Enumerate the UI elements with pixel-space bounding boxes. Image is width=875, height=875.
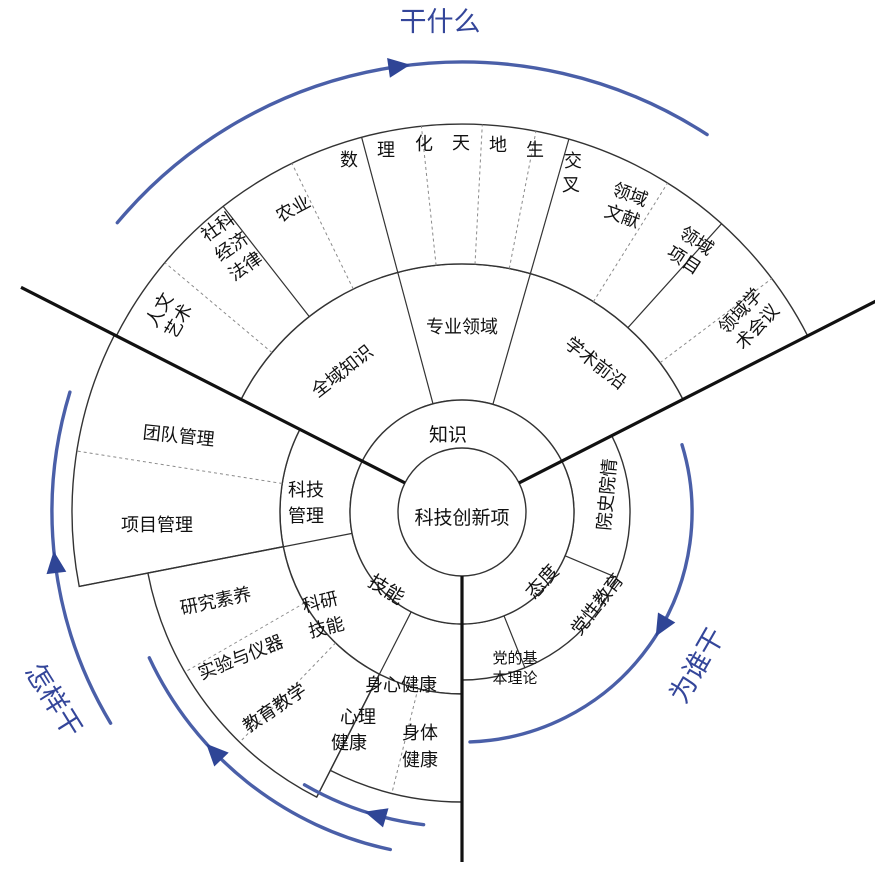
theory-line-2: 本理论 [492,669,537,687]
knowledge-outer-divider-1 [361,137,399,273]
flow-arrow-left-lower [206,743,229,767]
discipline-chemistry: 化 [415,134,433,155]
title-how-to-do: 怎样干 [19,658,88,743]
knowledge-outer-divider-2 [529,138,570,274]
flow-arrow-bottom [364,808,389,828]
flow-arrow-top [387,58,411,78]
sector-axis-1 [518,299,875,485]
knowledge-outer-divider-3 [627,223,723,329]
sector-axis-0 [20,285,406,485]
flow-arc-right [468,443,694,744]
discipline-geoscience: 地 [489,135,507,156]
flow-arrow-right [655,612,676,637]
skill-dashed-divider-3 [391,688,419,794]
knowledge-dashed-divider-6 [659,278,773,364]
knowledge-dashed-divider-3 [474,124,483,265]
center-label: 科技创新项 [414,507,509,529]
flow-arrow-left-upper [46,551,67,575]
knowledge-dashed-divider-2 [420,126,437,266]
skill-dashed-divider-1 [184,602,305,673]
mental-health-cell: 心理 健康 [331,707,376,754]
skill-dashed-divider-2 [239,642,336,743]
attitude-divider-1 [503,615,526,669]
physical-line-2: 健康 [402,750,438,771]
physical-line-1: 身体 [402,723,438,744]
physical-health-cell: 身体 健康 [402,723,438,771]
knowledge-dashed-divider-5 [592,182,669,302]
skill-divider-1 [316,611,412,798]
discipline-math: 数 [340,150,358,171]
professional-field-label: 专业领域 [426,317,498,338]
discipline-biology: 生 [526,140,544,161]
flow-arc-bottom [302,783,426,827]
flow-arc-left-lower [147,656,392,852]
discipline-physics: 理 [377,140,395,161]
knowledge-outer-divider-0 [222,205,310,317]
title-for-whom: 为谁干 [664,623,731,709]
project-management-label: 项目管理 [121,515,193,536]
theory-line-1: 党的基 [492,649,537,667]
inner-knowledge-label: 知识 [429,424,467,446]
mental-line-2: 健康 [331,733,367,754]
knowledge-outer-ring [115,123,809,401]
cross-line-1: 交 [564,151,582,172]
tech-management-cell: 科技 管理 [288,480,324,527]
discipline-astronomy: 天 [452,133,470,154]
mind-body-health-label: 身心健康 [365,675,437,696]
tech-management-line-1: 科技 [288,480,324,501]
wheel-geometry [20,58,875,862]
attitude-divider-0 [564,555,617,579]
skill-research-outer [147,545,381,799]
knowledge-middle-divider-1 [397,272,434,404]
skill-divider-0 [79,532,353,587]
mental-line-1: 心理 [340,707,376,728]
knowledge-dashed-divider-0 [164,262,273,353]
knowledge-middle-divider-0 [492,273,531,405]
tech-management-line-2: 管理 [288,506,324,527]
cross-line-2: 叉 [562,175,580,196]
party-theory-cell: 党的基 本理论 [492,649,537,687]
title-what-to-do: 干什么 [400,7,481,38]
skill-dashed-divider-0 [76,450,283,484]
knowledge-dashed-divider-1 [291,163,354,290]
knowledge-dashed-divider-4 [508,131,537,269]
skill-management-outer [71,333,301,588]
